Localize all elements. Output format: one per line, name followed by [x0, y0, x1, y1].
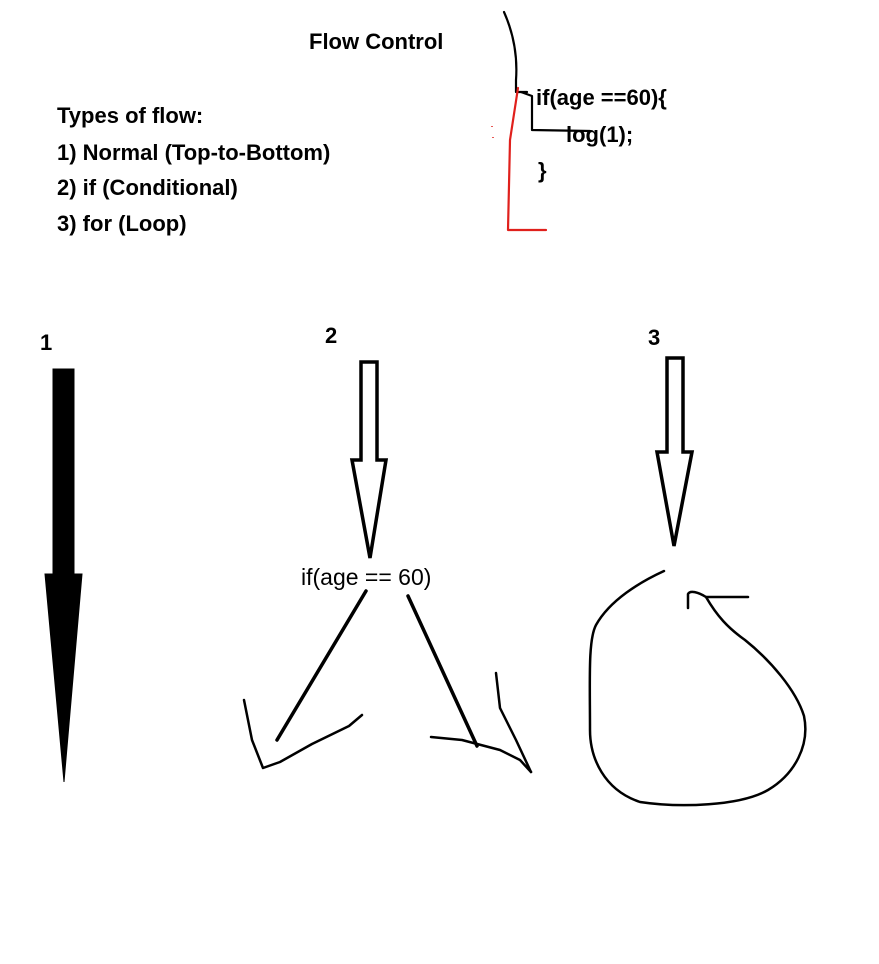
panel-label-loop: 3: [648, 325, 661, 350]
code-flow-branch-line: [519, 90, 592, 133]
type-item-normal: 1) Normal (Top-to-Bottom): [57, 140, 331, 165]
branch-right-line: [406, 594, 479, 748]
normal-flow-arrow-icon: [44, 368, 83, 783]
right-branch-arrowhead-icon: [494, 671, 533, 774]
left-branch-arrowhead-icon: [242, 698, 364, 770]
types-heading: Types of flow:: [57, 103, 204, 128]
right-branch-base-line: [429, 735, 533, 774]
page-title: Flow Control: [309, 29, 444, 54]
loop-arrow-icon: [654, 356, 695, 547]
panel-label-normal: 1: [40, 330, 53, 355]
panel-label-conditional: 2: [325, 323, 338, 348]
type-item-loop: 3) for (Loop): [57, 211, 187, 236]
branch-left-line: [275, 589, 368, 742]
conditional-arrow-icon: [349, 360, 389, 559]
code-line-log: log(1);: [566, 122, 634, 147]
code-flow-black-line: [502, 10, 529, 94]
code-flow-red-path: [506, 86, 548, 232]
code-line-if: if(age ==60){: [536, 85, 667, 110]
type-item-conditional: 2) if (Conditional): [57, 175, 238, 200]
code-line-close: }: [538, 158, 547, 183]
red-dots: [491, 126, 494, 138]
condition-label: if(age == 60): [301, 564, 432, 590]
loop-circle-path: [588, 569, 807, 807]
